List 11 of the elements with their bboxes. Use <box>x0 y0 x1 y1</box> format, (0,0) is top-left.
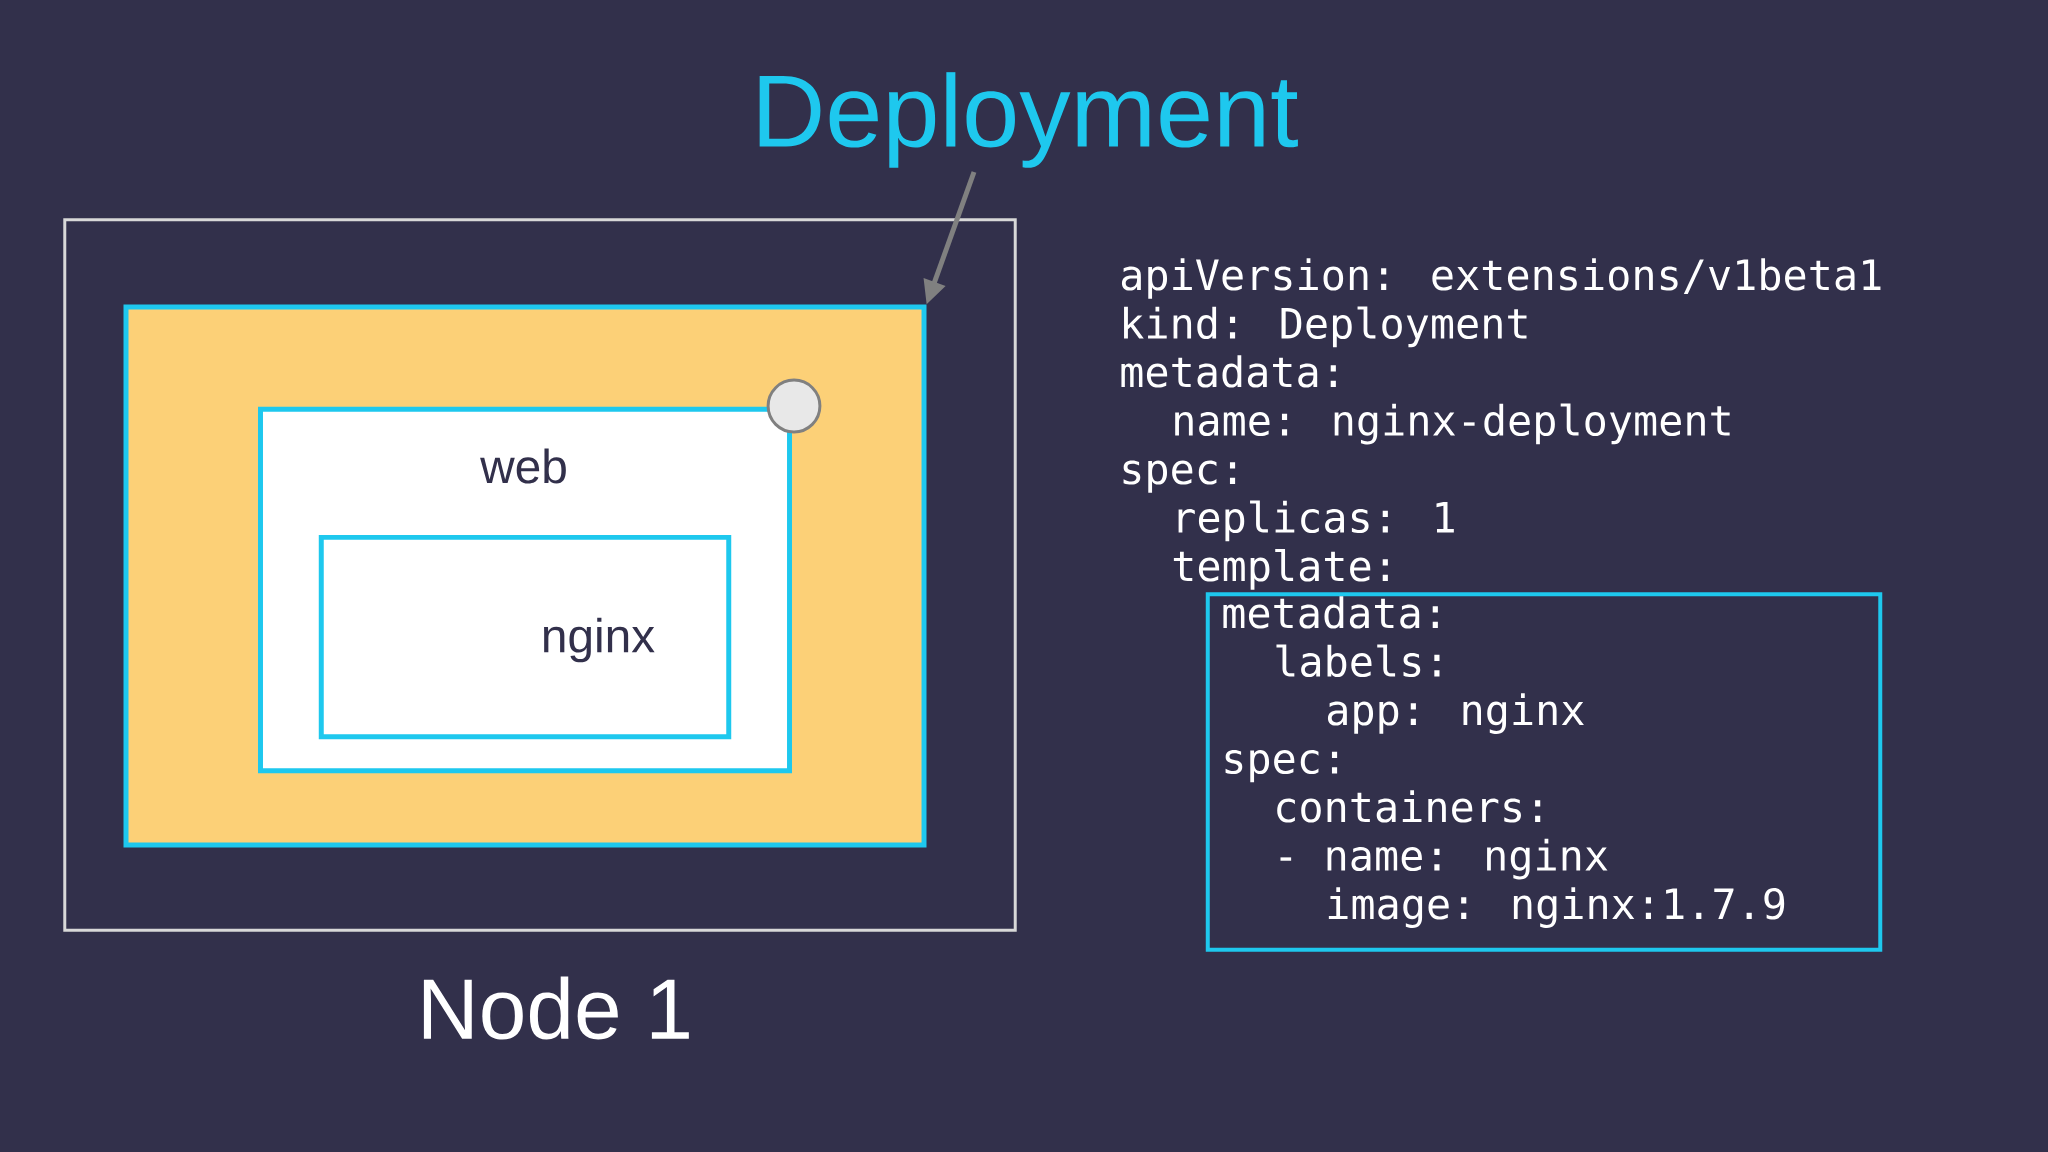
circle-marker <box>766 378 822 434</box>
node-label: Node 1 <box>423 976 689 1040</box>
code-line: metadata: <box>1121 355 1336 388</box>
code-line: spec: <box>1123 460 1236 493</box>
code-box: metadata: labels: app: nginx spec: containers: - name: nginx image: nginx:1.7.9 <box>1205 592 1883 952</box>
title: Deployment <box>759 72 1298 168</box>
code-line: replicas: 1 <box>1178 500 1454 542</box>
container-box: nginx <box>318 534 732 740</box>
code-line: apiVersion: extensions/v1beta1 <box>1121 258 1881 299</box>
code-line: name: nginx-deployment <box>1175 403 1730 445</box>
code-line: kind: Deployment <box>1124 306 1527 348</box>
